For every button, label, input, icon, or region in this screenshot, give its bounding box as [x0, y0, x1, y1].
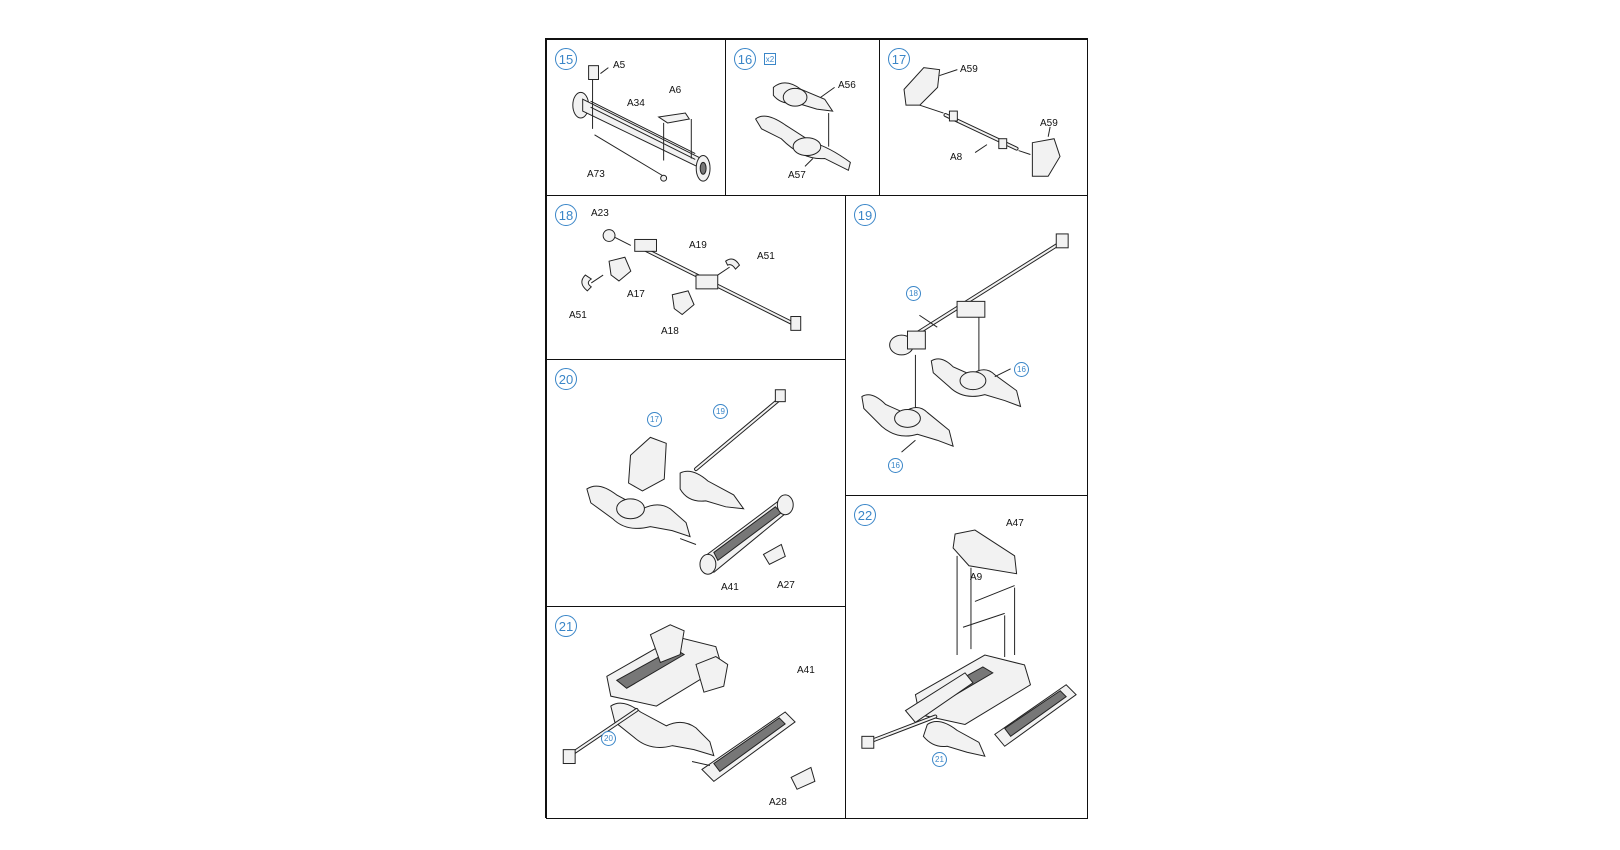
step-16-number: 16 — [734, 48, 756, 70]
part-label-a59-top: A59 — [960, 64, 978, 75]
part-label-a41: A41 — [721, 582, 739, 593]
step-16-panel: 16 x2 A56 A57 — [725, 39, 880, 196]
step-20-number: 20 — [555, 368, 577, 390]
part-label-a27: A27 — [777, 580, 795, 591]
step-21-drawing — [562, 624, 816, 790]
step-21-number: 21 — [555, 615, 577, 637]
step-19-number: 19 — [854, 204, 876, 226]
part-label-a23: A23 — [591, 208, 609, 219]
ref-step-21: 21 — [932, 752, 947, 767]
step-22-drawing — [861, 529, 1077, 757]
ref-step-18: 18 — [906, 286, 921, 301]
part-label-a5: A5 — [613, 60, 626, 71]
step-18-panel: 18 A23 A19 A51 A17 A51 A18 — [546, 195, 846, 360]
part-label-a51-left: A51 — [569, 310, 587, 321]
ref-step-17: 17 — [647, 412, 662, 427]
step-16-drawing — [754, 82, 851, 172]
step-21-panel: 21 20 A41 A28 — [546, 606, 846, 819]
part-label-a56: A56 — [838, 80, 856, 91]
instruction-sheet: 15 A5 A6 A34 A73 16 x2 A56 A57 — [545, 38, 1088, 819]
part-label-a28: A28 — [769, 797, 787, 808]
part-label-a51-right: A51 — [757, 251, 775, 262]
step-15-drawing — [572, 65, 711, 182]
part-label-a18: A18 — [661, 326, 679, 337]
step-17-drawing — [903, 67, 1061, 177]
part-label-a73: A73 — [587, 169, 605, 180]
part-label-a47: A47 — [1006, 518, 1024, 529]
step-17-panel: 17 A59 A59 A8 — [879, 39, 1088, 196]
ref-step-16-right: 16 — [1014, 362, 1029, 377]
part-label-a9: A9 — [970, 572, 983, 583]
step-18-drawing — [581, 229, 802, 331]
step-19-drawing — [861, 233, 1069, 453]
part-label-a6: A6 — [669, 85, 682, 96]
step-15-panel: 15 A5 A6 A34 A73 — [546, 39, 726, 196]
ref-step-16-left: 16 — [888, 458, 903, 473]
quantity-box: x2 — [764, 53, 776, 65]
part-label-a57: A57 — [788, 170, 806, 181]
part-label-a59-bottom: A59 — [1040, 118, 1058, 129]
step-22-number: 22 — [854, 504, 876, 526]
part-label-a17: A17 — [627, 289, 645, 300]
step-19-panel: 19 18 16 16 — [845, 195, 1088, 496]
step-15-number: 15 — [555, 48, 577, 70]
step-20-panel: 20 17 19 A41 A27 — [546, 359, 846, 607]
part-label-a19: A19 — [689, 240, 707, 251]
step-20-drawing — [586, 389, 794, 575]
step-22-panel: 22 21 A47 A9 — [845, 495, 1088, 819]
part-label-a8: A8 — [950, 152, 963, 163]
part-label-a41: A41 — [797, 665, 815, 676]
part-label-a34: A34 — [627, 98, 645, 109]
step-17-number: 17 — [888, 48, 910, 70]
step-18-number: 18 — [555, 204, 577, 226]
ref-step-19: 19 — [713, 404, 728, 419]
ref-step-20: 20 — [601, 731, 616, 746]
